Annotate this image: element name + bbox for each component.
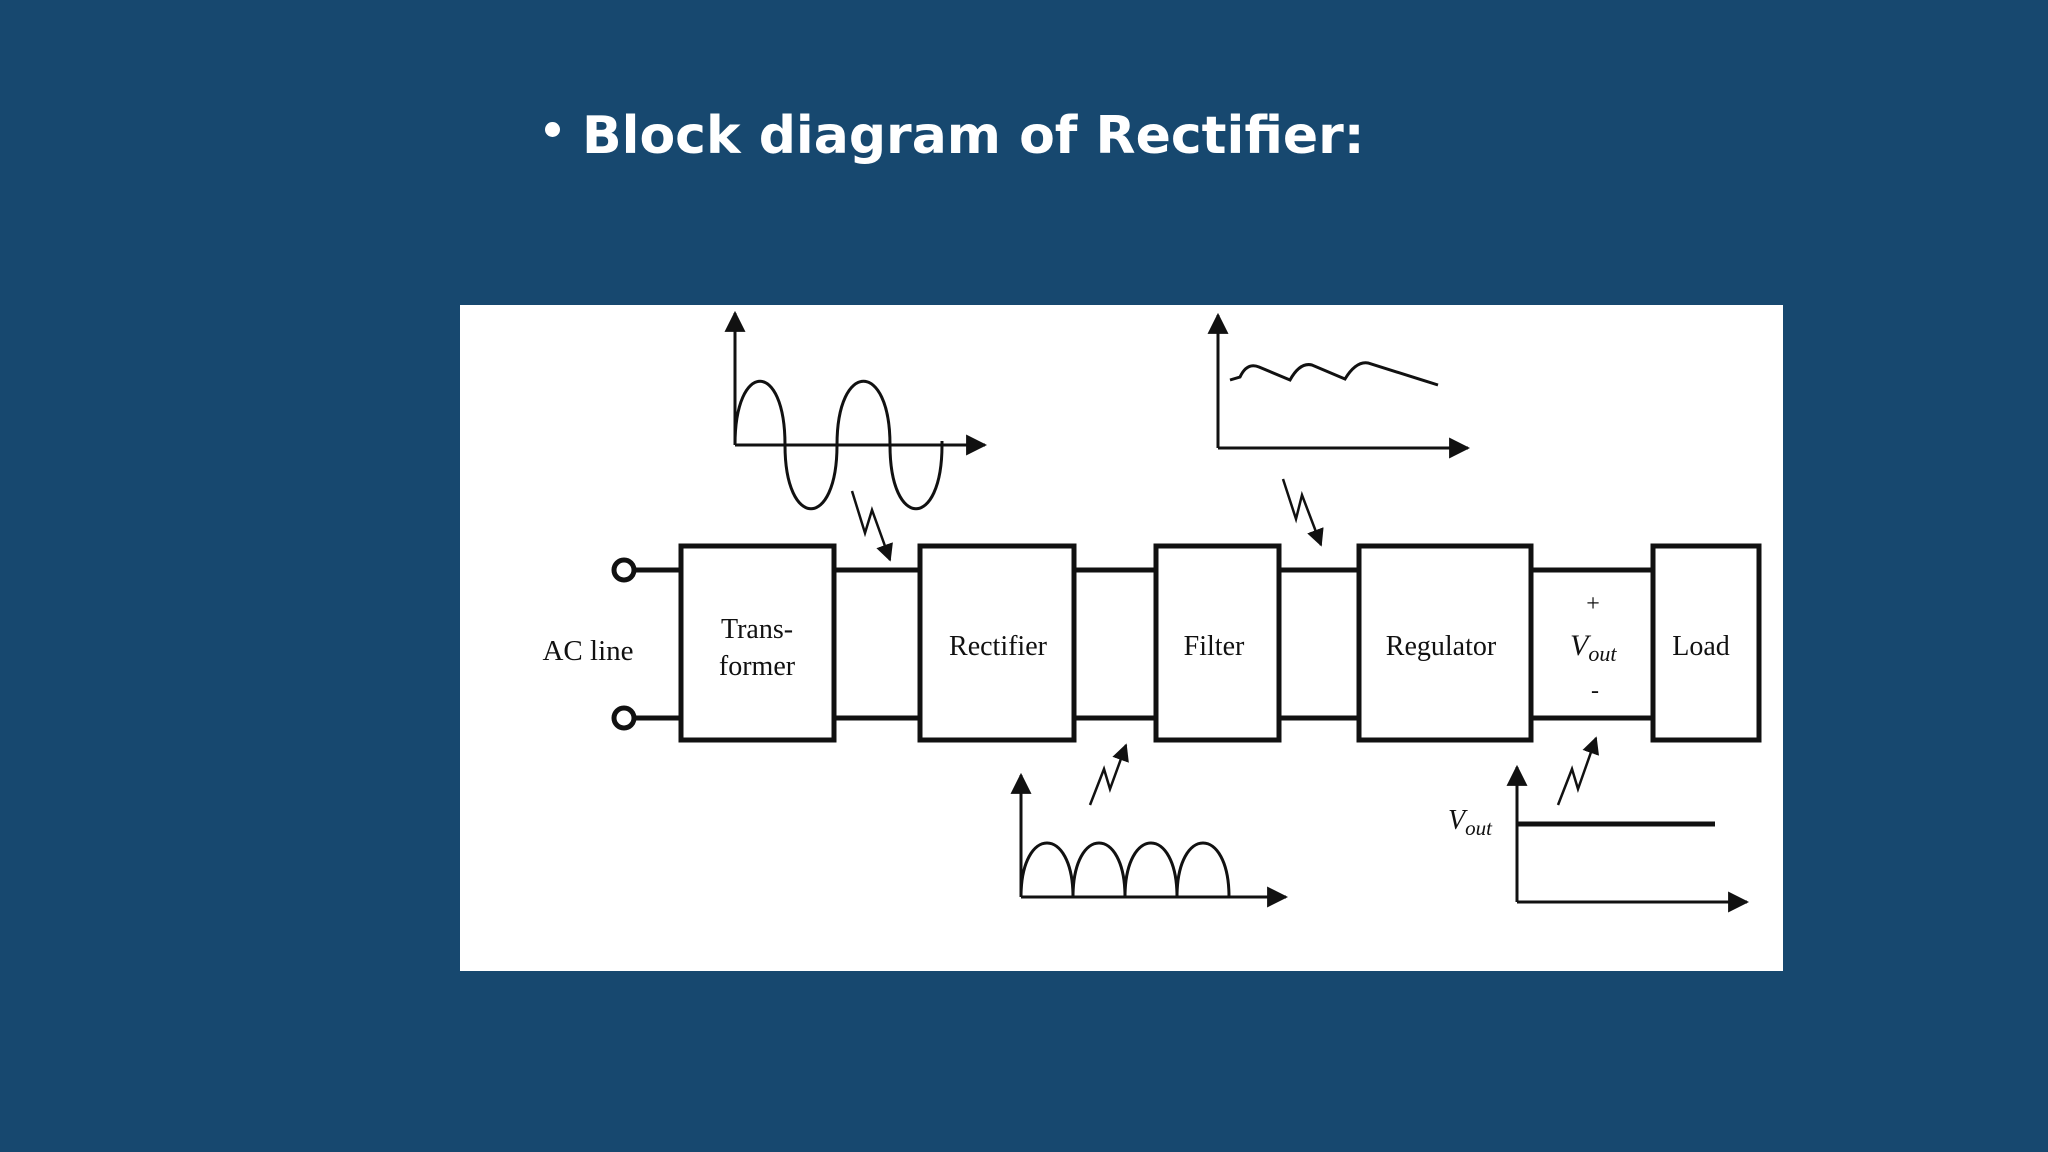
vout-terminal-sub: out	[1588, 641, 1617, 666]
ripple-wave	[1229, 361, 1439, 387]
load-label: Load	[1672, 631, 1730, 662]
slide-heading: Block diagram of Rectifier:	[582, 106, 1365, 166]
vout-terminal-v: V	[1570, 629, 1592, 662]
regulator-label: Regulator	[1386, 631, 1497, 662]
bullet-dot-icon	[545, 121, 560, 137]
vout-terminal-label: Vout	[1570, 629, 1617, 666]
slide-bullet: Block diagram of Rectifier:	[545, 100, 1365, 172]
input-terminal-bottom	[611, 705, 637, 731]
pointer-arrow-dc-icon	[1556, 736, 1600, 806]
rectifier-block-diagram: AC line Trans- former Rectifier F	[542, 310, 1762, 913]
dc-graph-vout-v: V	[1448, 805, 1468, 836]
filter-block	[1153, 543, 1282, 743]
filtered-waveform-graph	[1207, 312, 1471, 459]
load-block	[1650, 543, 1762, 743]
ac-sine-wave	[733, 380, 944, 510]
vout-minus-sign: -	[1591, 678, 1599, 704]
rectifier-label: Rectifier	[949, 631, 1048, 662]
ac-waveform-graph	[724, 310, 988, 510]
pointer-arrow-ac-icon	[850, 490, 893, 562]
rectified-humps	[1019, 841, 1231, 898]
transformer-block	[678, 543, 837, 743]
input-terminal-top	[611, 557, 637, 583]
pointer-arrow-filtered-icon	[1281, 478, 1324, 547]
signal-rails	[634, 567, 1653, 721]
rectifier-block	[917, 543, 1077, 743]
filter-label: Filter	[1184, 631, 1245, 662]
transformer-label-line1: Trans-	[721, 614, 793, 645]
dc-graph-vout-sub: out	[1465, 816, 1493, 840]
diagram-panel: AC line Trans- former Rectifier F	[460, 305, 1783, 971]
vout-plus-sign: +	[1586, 591, 1600, 617]
pointer-arrow-rectified-icon	[1088, 743, 1129, 806]
transformer-label-line2: former	[719, 651, 796, 682]
regulator-block	[1356, 543, 1534, 743]
rectified-waveform-graph	[1010, 772, 1289, 908]
dc-output-graph	[1506, 764, 1750, 913]
ac-line-label: AC line	[542, 635, 633, 667]
dc-graph-vout-label: Vout	[1448, 805, 1493, 840]
